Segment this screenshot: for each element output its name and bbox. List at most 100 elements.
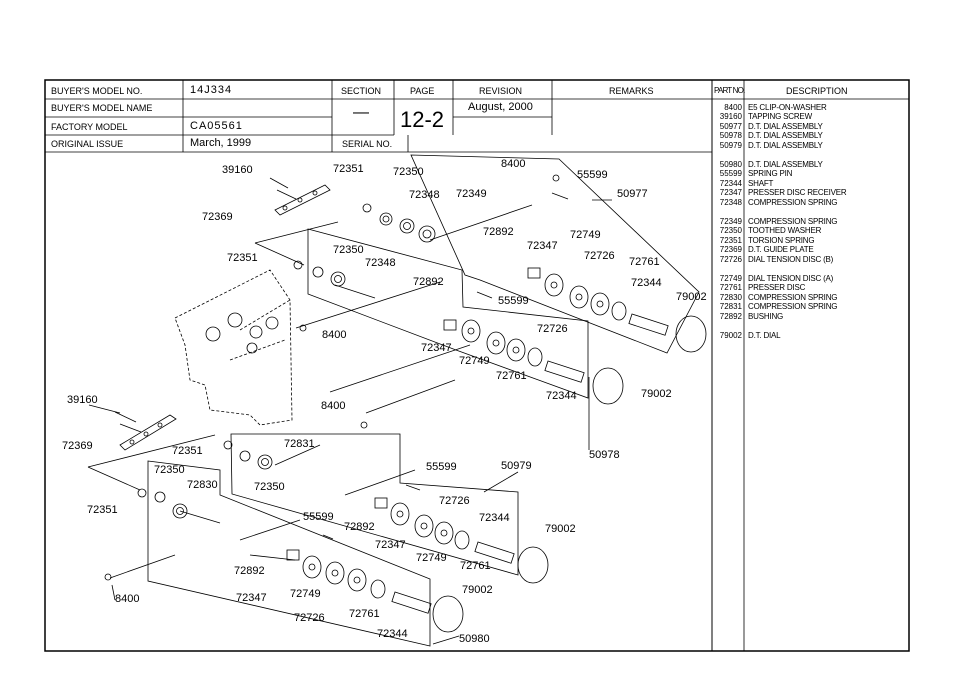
part-description: DIAL TENSION DISC (A) — [748, 274, 834, 283]
remarks-label: REMARKS — [609, 86, 654, 96]
callout: 72347 — [375, 539, 406, 551]
callout: 72892 — [344, 521, 375, 533]
part-description: PRESSER DISC — [748, 283, 806, 293]
callout: 8400 — [322, 329, 346, 341]
callout: 72749 — [416, 552, 447, 564]
callout: 72749 — [570, 229, 601, 241]
callout: 72351 — [333, 163, 364, 175]
buyers-model-no-label: BUYER'S MODEL NO. — [51, 86, 143, 96]
part-description: DIAL TENSION DISC (B) — [748, 254, 834, 264]
buyers-model-name-label: BUYER'S MODEL NAME — [51, 103, 153, 113]
callout: 79002 — [641, 388, 672, 400]
part-description: D.T. DIAL — [748, 331, 781, 340]
part-row: 79002 D.T. DIAL — [714, 331, 914, 340]
guide-plate-lower — [119, 414, 177, 451]
buyers-model-no: 14J334 — [190, 84, 233, 96]
revision-date: August, 2000 — [468, 101, 533, 113]
callout: 50979 — [501, 460, 532, 472]
part-number: 72344 — [719, 178, 742, 188]
part-number: 50977 — [719, 121, 742, 131]
original-issue-label: ORIGINAL ISSUE — [51, 139, 124, 149]
callout: 50977 — [617, 188, 648, 200]
part-row: 8400 E5 CLIP-ON-WASHER — [714, 103, 914, 112]
part-description: COMPRESSION SPRING — [748, 217, 838, 226]
callout: 72369 — [202, 211, 233, 223]
callout: 72726 — [439, 495, 470, 507]
part-description: D.T. DIAL ASSEMBLY — [748, 131, 823, 141]
callout: 55599 — [498, 295, 529, 307]
callout: 72344 — [546, 390, 577, 402]
part-row: 72369 D.T. GUIDE PLATE — [714, 245, 914, 254]
callout: 55599 — [577, 169, 608, 181]
part-description: TOOTHED WASHER — [748, 226, 822, 236]
part-number: 8400 — [724, 103, 742, 112]
part-number: 72350 — [719, 226, 742, 236]
page-number: 12-2 — [400, 107, 445, 132]
part-number: 72351 — [719, 235, 742, 245]
callout: 72347 — [236, 592, 267, 604]
part-row: 72831 COMPRESSION SPRING — [714, 302, 914, 311]
part-number: 50979 — [719, 140, 742, 150]
callout: 72761 — [349, 608, 380, 620]
description-label: DESCRIPTION — [786, 86, 848, 96]
callout: 50978 — [589, 449, 620, 461]
part-row: 72344 SHAFT — [714, 179, 914, 188]
part-description: BUSHING — [748, 311, 784, 321]
callout: 72831 — [284, 438, 315, 450]
part-number: 72831 — [719, 302, 742, 312]
callout: 50980 — [459, 633, 490, 645]
callout: 72892 — [234, 565, 265, 577]
part-description: COMPRESSION SPRING — [748, 302, 838, 312]
part-row: 72830 COMPRESSION SPRING — [714, 293, 914, 302]
part-description: TORSION SPRING — [748, 235, 815, 245]
callout: 79002 — [676, 291, 707, 303]
part-description: D.T. GUIDE PLATE — [748, 245, 814, 255]
part-number: 50980 — [719, 160, 742, 169]
callout: 72351 — [227, 252, 258, 264]
part-description: COMPRESSION SPRING — [748, 197, 838, 207]
callout: 39160 — [222, 164, 253, 176]
part-number: 72749 — [719, 274, 742, 283]
callout: 72351 — [172, 445, 203, 457]
callout: 72726 — [537, 323, 568, 335]
callout: 72830 — [187, 479, 218, 491]
part-number: 72830 — [719, 292, 742, 302]
callout: 72369 — [62, 440, 93, 452]
callout: 72350 — [254, 481, 285, 493]
part-description: E5 CLIP-ON-WASHER — [748, 103, 827, 112]
callout: 72892 — [483, 226, 514, 238]
assembly-50977-outline — [410, 154, 700, 354]
assembly-50978-outline — [307, 228, 589, 399]
callout: 72344 — [377, 628, 408, 640]
part-number: 72347 — [719, 188, 742, 198]
part-description: TAPPING SCREW — [748, 112, 812, 122]
callout: 72347 — [421, 342, 452, 354]
serial-no-label: SERIAL NO. — [342, 139, 393, 149]
original-issue: March, 1999 — [190, 137, 252, 149]
section-label: SECTION — [341, 86, 382, 96]
part-description: COMPRESSION SPRING — [748, 292, 838, 302]
callout: 72749 — [290, 588, 321, 600]
part-number: 55599 — [719, 169, 742, 179]
part-description: SHAFT — [748, 178, 774, 188]
part-row: 72351 TORSION SPRING — [714, 236, 914, 245]
part-number: 79002 — [719, 331, 742, 340]
guide-plate-upper — [274, 184, 331, 216]
part-number: 72369 — [719, 245, 742, 255]
callout: 55599 — [426, 461, 457, 473]
callout: 79002 — [462, 584, 493, 596]
callout: 8400 — [115, 593, 139, 605]
part-row: 72350 TOOTHED WASHER — [714, 226, 914, 235]
callout: 55599 — [303, 511, 334, 523]
part-no-label: PART NO. — [714, 86, 745, 95]
